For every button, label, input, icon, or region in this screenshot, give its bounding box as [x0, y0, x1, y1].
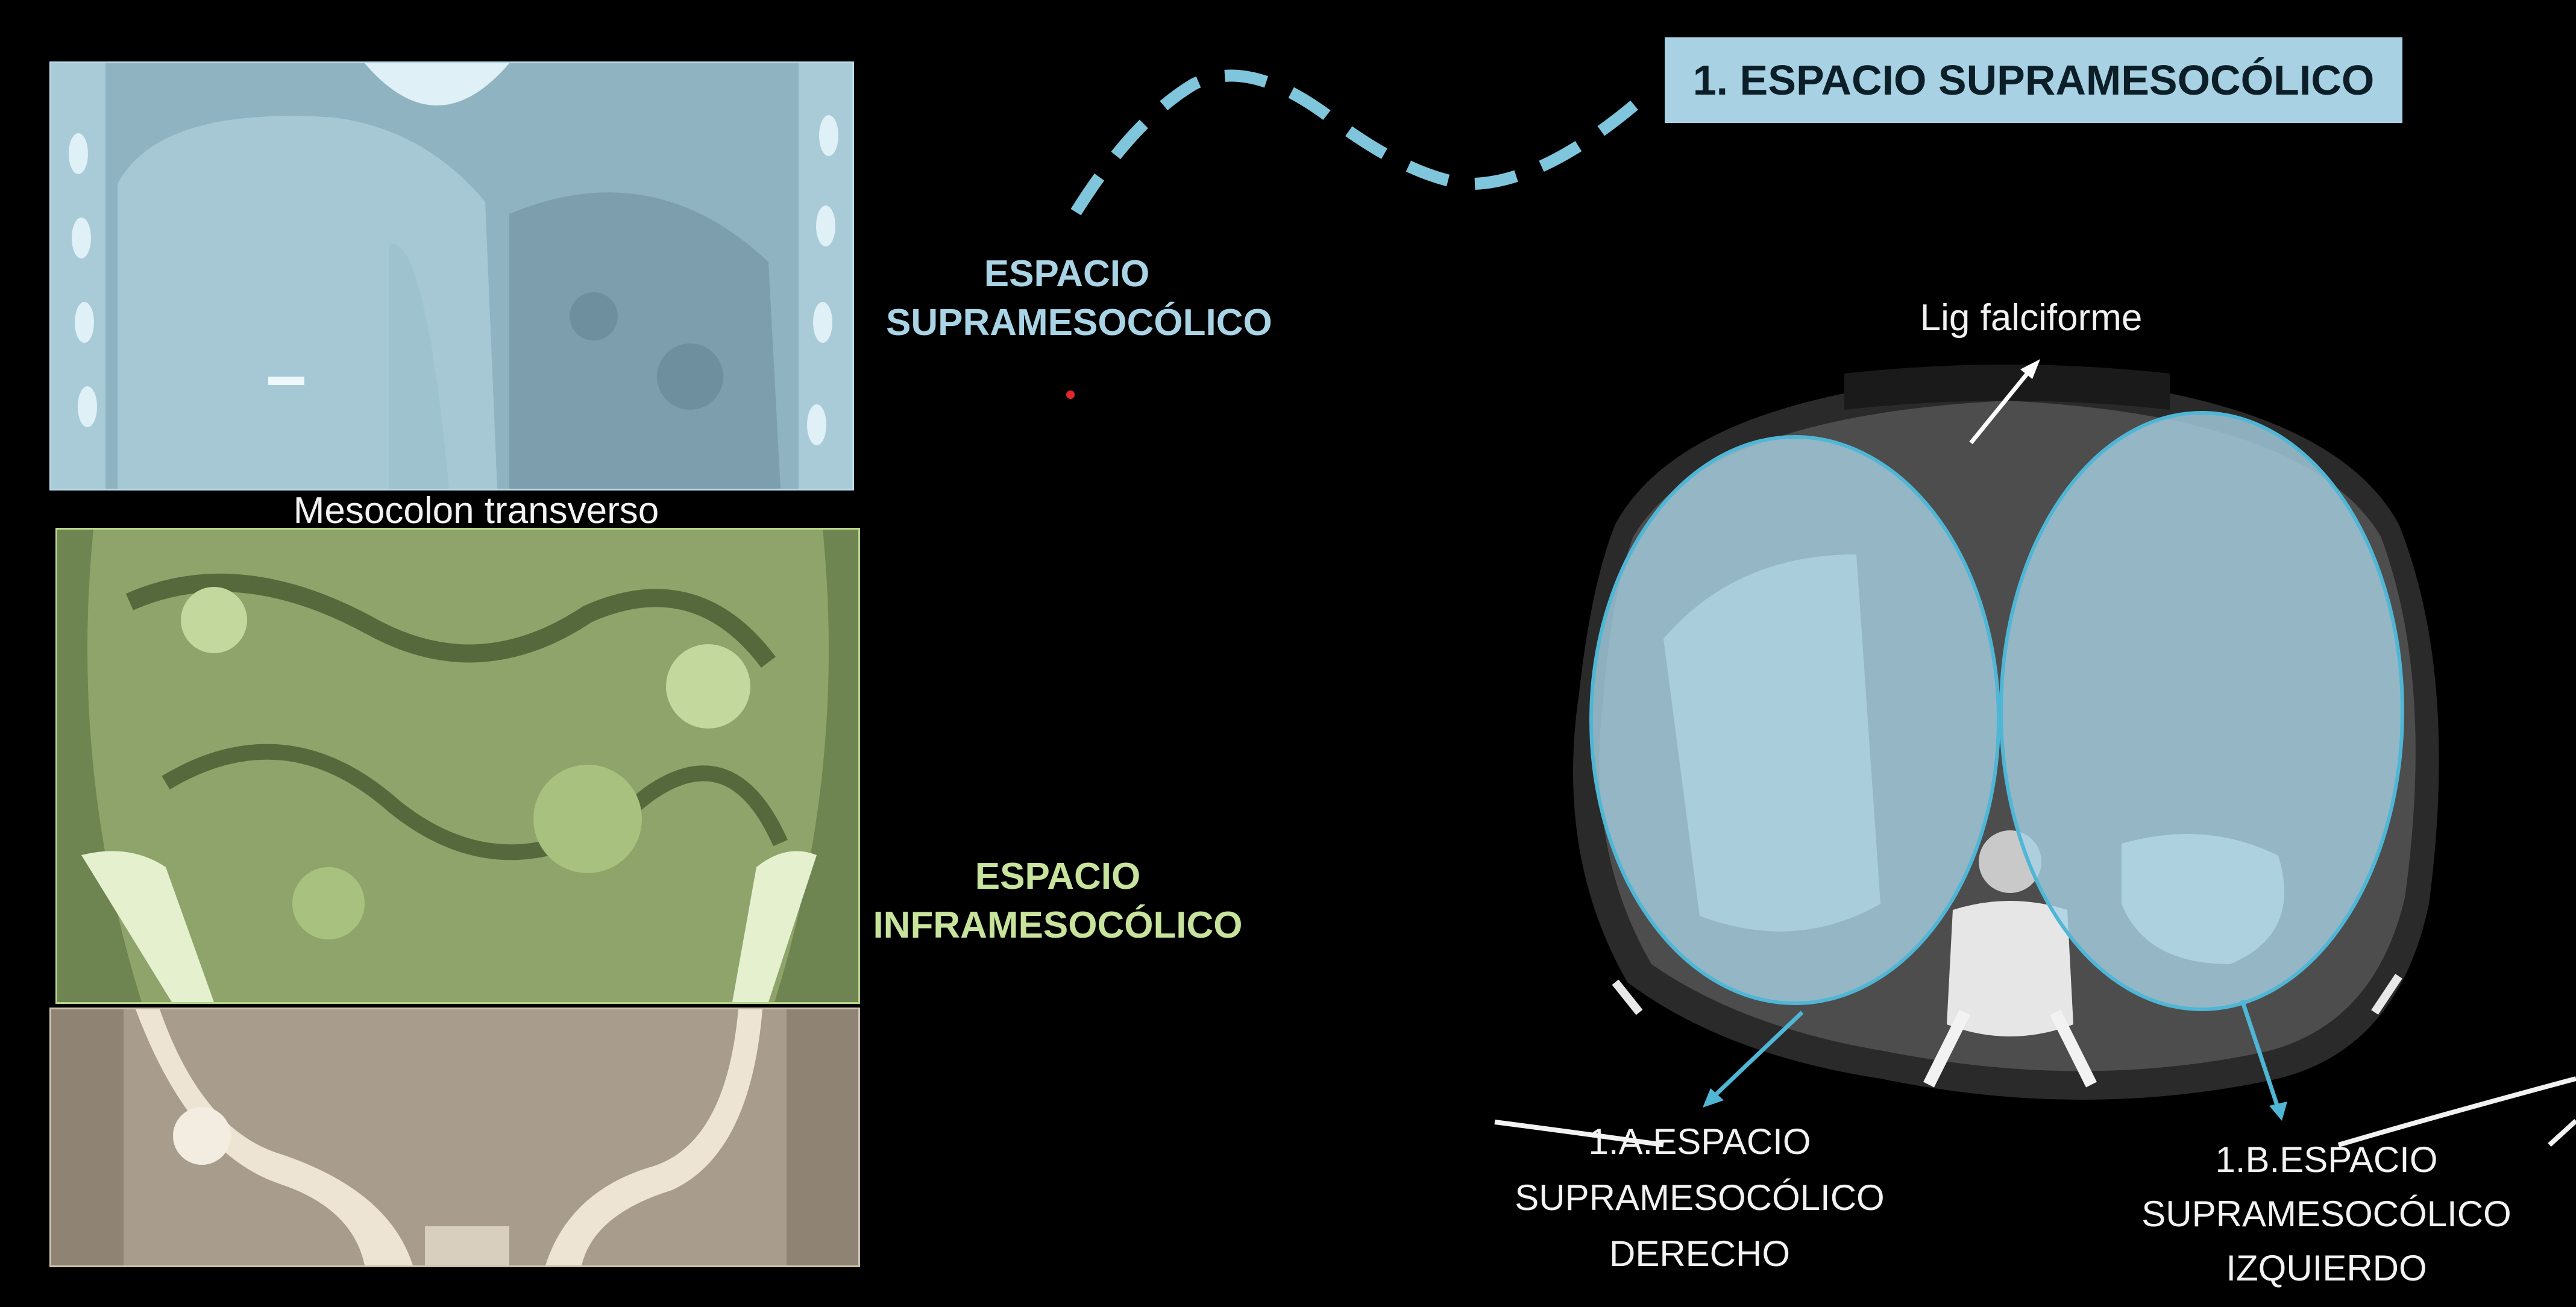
left-supramesocolic-space-label: 1.B.ESPACIO SUPRAMESOCÓLICO IZQUIERDO: [2109, 1133, 2543, 1296]
left-space-label-line-3: IZQUIERDO: [2109, 1241, 2543, 1296]
ct-coronal-pelvis-image: [49, 1008, 860, 1267]
inframesocolic-label-line-2: INFRAMESOCÓLICO: [868, 901, 1248, 950]
supramesocolic-label-line-1: ESPACIO: [886, 250, 1248, 299]
left-space-label-line-1: 1.B.ESPACIO: [2109, 1133, 2543, 1187]
right-space-label-line-3: DERECHO: [1483, 1226, 1917, 1282]
left-space-label-line-2: SUPRAMESOCÓLICO: [2109, 1187, 2543, 1241]
ct-axial-abdomen-image: [1543, 301, 2471, 1112]
right-space-label-line-1: 1.A.ESPACIO: [1483, 1114, 1917, 1170]
inframesocolic-label-line-1: ESPACIO: [868, 853, 1248, 901]
ct-coronal-supramesocolic-image: [49, 61, 854, 491]
title-box: 1. ESPACIO SUPRAMESOCÓLICO: [1665, 37, 2402, 123]
red-dot: [1066, 390, 1075, 399]
ct-coronal-inframesocolic-image: [55, 528, 860, 1004]
right-space-label-line-2: SUPRAMESOCÓLICO: [1483, 1170, 1917, 1226]
dashed-connector-line: [1076, 76, 1651, 212]
mesocolon-label: Mesocolon transverso: [253, 487, 699, 536]
supramesocolic-label-line-2: SUPRAMESOCÓLICO: [886, 299, 1248, 348]
right-supramesocolic-space-label: 1.A.ESPACIO SUPRAMESOCÓLICO DERECHO: [1483, 1114, 1917, 1282]
inframesocolic-label: ESPACIO INFRAMESOCÓLICO: [868, 853, 1248, 950]
supramesocolic-label: ESPACIO SUPRAMESOCÓLICO: [886, 250, 1248, 347]
falciform-ligament-label: Lig falciforme: [1880, 294, 2182, 343]
